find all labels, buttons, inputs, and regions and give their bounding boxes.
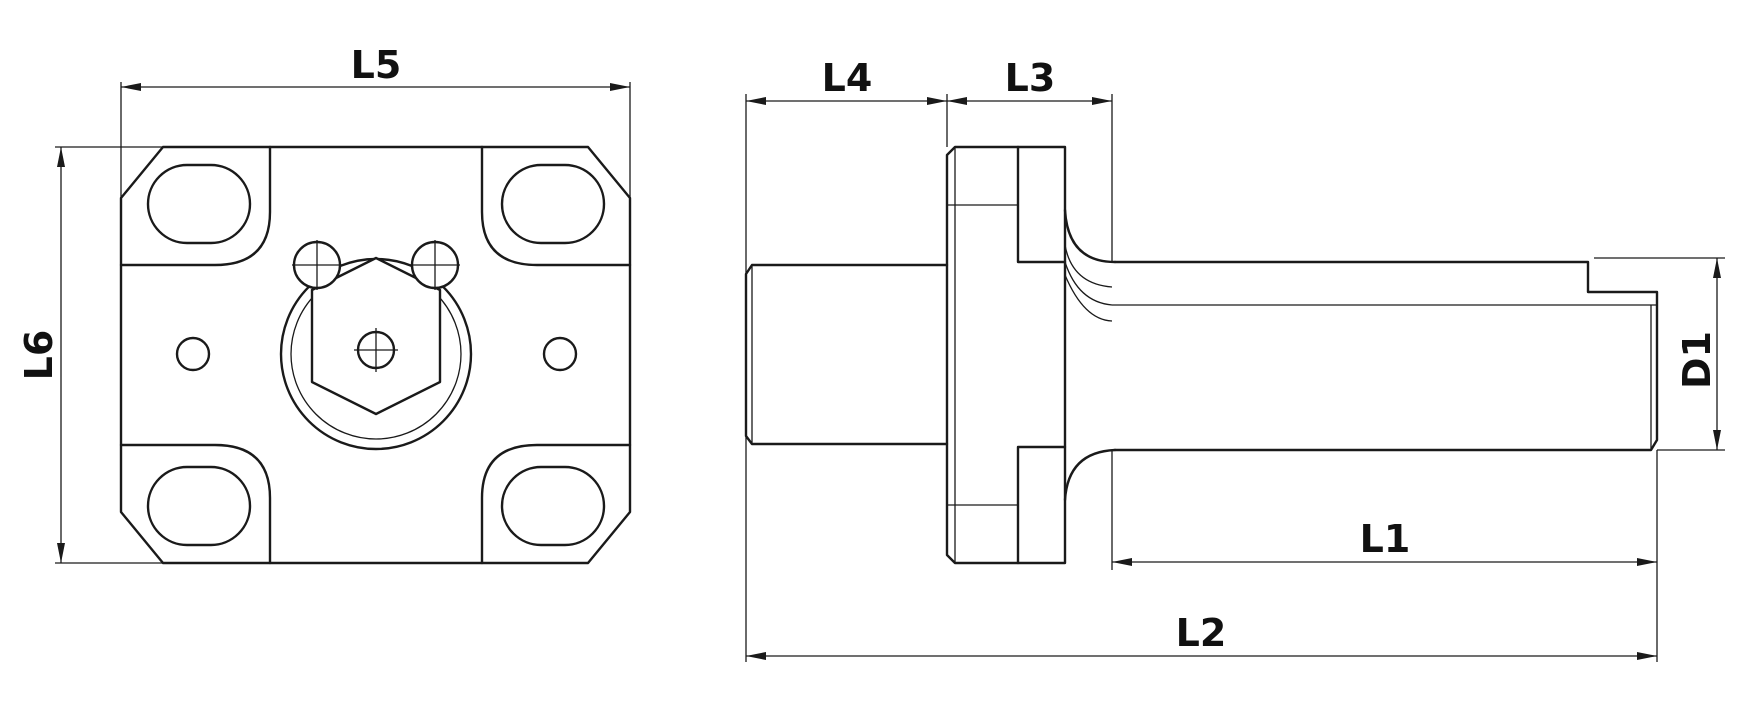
- label-l3: L3: [1005, 56, 1056, 100]
- slot-top-left: [146, 163, 252, 245]
- pocket-bottom-left: [119, 443, 272, 565]
- slot-bottom-left: [146, 465, 252, 547]
- hole-left: [175, 336, 211, 372]
- label-l4: L4: [822, 56, 873, 100]
- fillet-top-inner-1: [1064, 244, 1113, 288]
- pocket-bottom-right: [480, 443, 632, 565]
- hole-right: [542, 336, 578, 372]
- pin-hole-left: [292, 240, 342, 290]
- front-shank: [1113, 260, 1659, 452]
- label-d1: D1: [1675, 331, 1719, 389]
- label-l1: L1: [1360, 517, 1411, 561]
- pocket-top-right: [480, 145, 632, 267]
- pin-hole-right: [410, 240, 460, 290]
- fillet-top-inner-3: [1064, 274, 1113, 322]
- front-view: L5 L6: [17, 43, 632, 565]
- flange-counterbore-bottom: [1016, 445, 1067, 565]
- fillet-top-inner-2: [1064, 261, 1113, 306]
- flange: [945, 145, 1067, 565]
- label-l2: L2: [1176, 611, 1227, 655]
- slot-bottom-right: [500, 465, 606, 547]
- front-plate-outline: [119, 145, 632, 565]
- center-bore: [354, 328, 398, 372]
- rear-shank: [744, 263, 949, 446]
- fillet-bottom: [1063, 448, 1117, 502]
- label-l6: L6: [17, 330, 61, 381]
- pocket-top-left: [119, 145, 272, 267]
- slot-top-right: [500, 163, 606, 245]
- flange-counterbore-top: [1016, 145, 1067, 264]
- fillet-top: [1063, 208, 1117, 264]
- label-l5: L5: [351, 43, 402, 87]
- side-view: L4 L3 D1 L1 L2: [744, 56, 1725, 662]
